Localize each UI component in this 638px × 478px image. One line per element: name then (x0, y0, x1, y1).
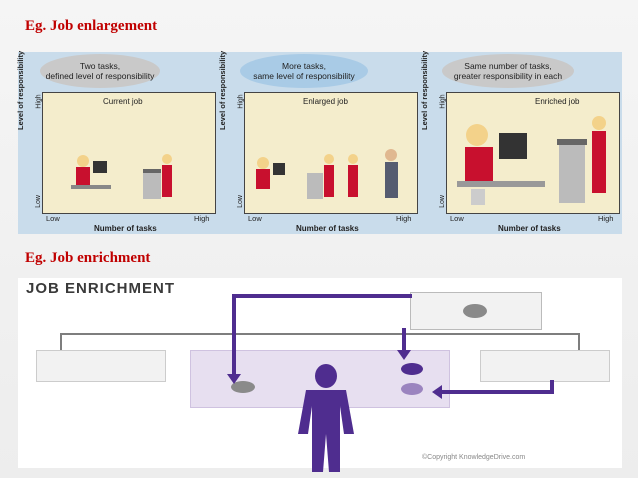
chart-box: Enlarged job (244, 92, 418, 214)
y-axis-label: Level of responsibility (218, 50, 227, 130)
arrow-line-left (232, 294, 236, 376)
x-axis-label: Number of tasks (498, 224, 561, 233)
lavender-dot (401, 383, 423, 395)
job-title: Enriched job (535, 97, 580, 106)
workers-illustration (457, 116, 606, 205)
arrow-head-down-icon (227, 374, 241, 384)
chart-box: Current job (42, 92, 216, 214)
arrow-line-right (442, 390, 554, 394)
y-axis-label: Level of responsibility (16, 50, 25, 130)
diagram-title: JOB ENRICHMENT (26, 280, 176, 297)
manager-dot (463, 304, 487, 318)
workers-illustration (256, 149, 398, 199)
job-title: Current job (103, 97, 143, 106)
job-design-figure: Two tasks, defined level of responsibili… (16, 50, 622, 234)
speech-bubble: More tasks, same level of responsibility (240, 54, 368, 88)
panel-current-job: Two tasks, defined level of responsibili… (16, 50, 218, 234)
gray-dot (231, 381, 255, 393)
speech-bubble: Two tasks, defined level of responsibili… (40, 54, 160, 88)
x-axis-label: Number of tasks (296, 224, 359, 233)
heading-job-enrichment: Eg. Job enrichment (25, 250, 151, 266)
left-box (36, 350, 166, 382)
x-high: High (396, 214, 412, 223)
x-low: Low (46, 214, 60, 223)
connector-line (60, 333, 580, 335)
job-title: Enlarged job (303, 97, 348, 106)
y-high: High (237, 94, 245, 109)
workers-illustration (71, 154, 172, 199)
connector-line (578, 333, 580, 351)
copyright-text: ©Copyright KnowledgeDrive.com (422, 454, 526, 461)
chart-box: Enriched job (446, 92, 620, 214)
x-high: High (598, 214, 614, 223)
x-high: High (194, 214, 210, 223)
y-low: Low (34, 195, 42, 208)
connector-line (60, 333, 62, 351)
speech-bubble: Same number of tasks, greater responsibi… (442, 54, 574, 88)
y-high: High (35, 94, 43, 109)
panel-enlarged-job: More tasks, same level of responsibility… (218, 50, 420, 234)
right-box (480, 350, 610, 382)
panel-enriched-job: Same number of tasks, greater responsibi… (420, 50, 622, 234)
manager-box (410, 292, 542, 330)
arrow-line-mid (402, 328, 406, 350)
arrow-head-down-icon (397, 350, 411, 360)
arrow-head-left-icon (432, 385, 442, 399)
heading-job-enlargement: Eg. Job enlargement (25, 18, 158, 34)
employee-figure-icon (298, 364, 354, 472)
purple-dot (401, 363, 423, 375)
x-low: Low (450, 214, 464, 223)
x-low: Low (248, 214, 262, 223)
y-high: High (439, 94, 447, 109)
job-enrichment-diagram: JOB ENRICHMENT ©Copyri (18, 278, 622, 472)
arrow-line-top (232, 294, 412, 298)
x-axis-label: Number of tasks (94, 224, 157, 233)
y-axis-label: Level of responsibility (420, 50, 429, 130)
y-low: Low (236, 195, 244, 208)
arrow-line-right-up (550, 380, 554, 394)
y-low: Low (438, 195, 446, 208)
